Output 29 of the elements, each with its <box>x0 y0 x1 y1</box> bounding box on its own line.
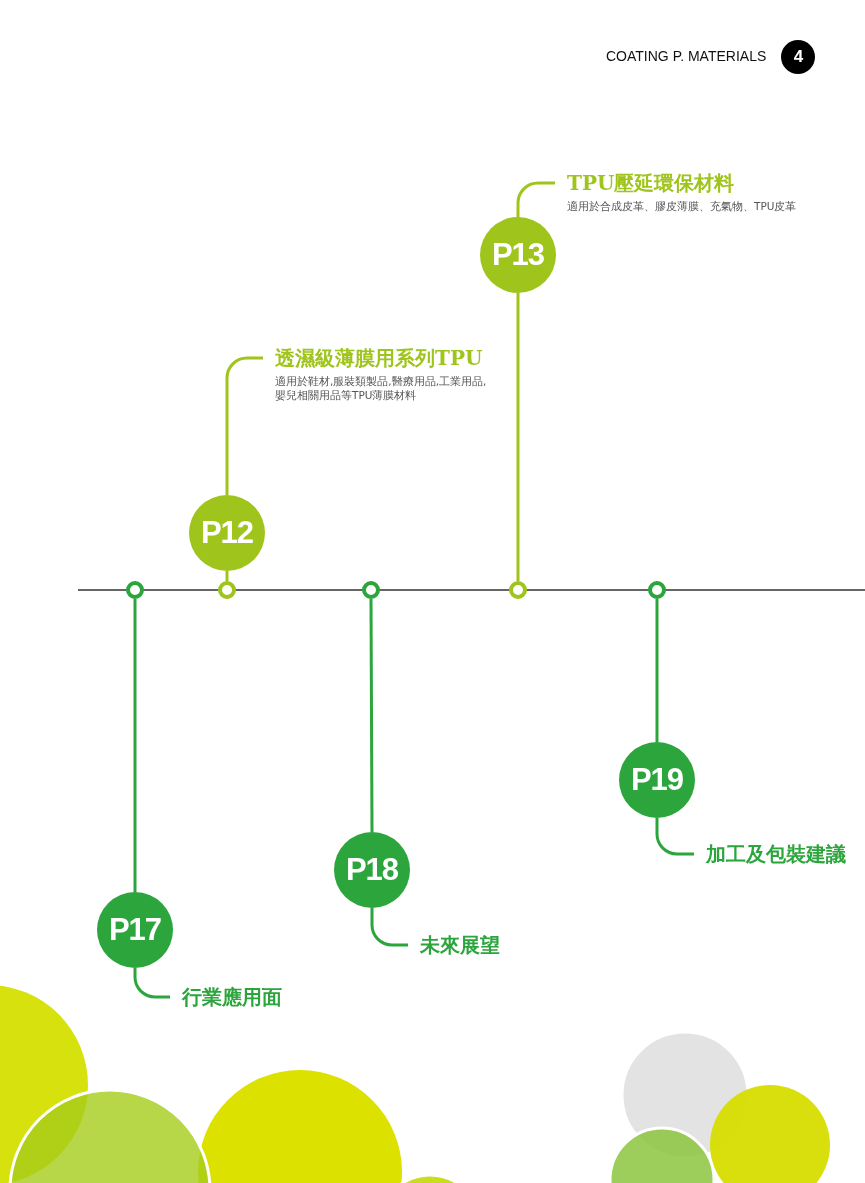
section-title: TPU壓延環保材料 <box>567 171 736 195</box>
page-circle: P13 <box>480 217 556 293</box>
connector-line <box>133 599 137 892</box>
page-circle: P19 <box>619 742 695 818</box>
section-title: 透濕級薄膜用系列TPU <box>275 346 484 370</box>
section-description: 適用於鞋材,服裝類製品,醫療用品,工業用品,嬰兒相關用品等TPU薄膜材料 <box>275 374 488 402</box>
section-description: 適用於合成皮革、膠皮薄膜、充氣物、TPU皮革 <box>567 199 798 213</box>
connector-line <box>516 181 555 217</box>
timeline-marker <box>509 581 527 599</box>
timeline-marker <box>648 581 666 599</box>
connector-line <box>133 968 170 999</box>
connector-line <box>655 599 659 742</box>
connector-line <box>369 599 374 832</box>
connector-line <box>225 571 229 581</box>
timeline-marker <box>218 581 236 599</box>
section-title: 加工及包裝建議 <box>706 842 847 866</box>
connector-line <box>655 818 694 856</box>
header-text: COATING P. MATERIALS <box>606 48 767 64</box>
section-title: 行業應用面 <box>182 985 283 1009</box>
timeline-marker <box>126 581 144 599</box>
page-number-badge: 4 <box>781 40 815 74</box>
page-circle: P12 <box>189 495 265 571</box>
connector-line <box>370 908 408 947</box>
page-circle: P18 <box>334 832 410 908</box>
timeline-marker <box>362 581 380 599</box>
connector-line <box>225 356 263 495</box>
section-title: 未來展望 <box>420 933 501 957</box>
page-circle: P17 <box>97 892 173 968</box>
connector-line <box>516 293 520 581</box>
